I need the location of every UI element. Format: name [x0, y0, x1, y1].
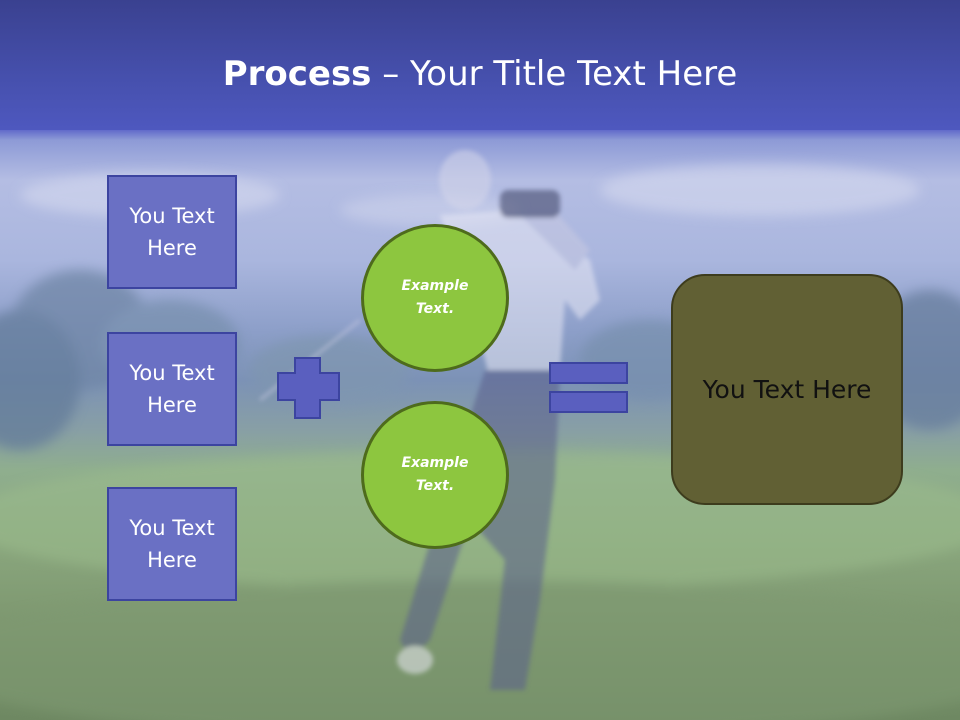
result-box[interactable]: You Text Here	[671, 274, 903, 505]
text-box-1[interactable]: You Text Here	[107, 175, 237, 289]
example-circle-2[interactable]: Example Text.	[361, 401, 509, 549]
slide-title-bold: Process	[222, 54, 372, 94]
text-box-3[interactable]: You Text Here	[107, 487, 237, 601]
slide-title: Process – Your Title Text Here	[0, 52, 960, 96]
title-bar	[0, 0, 960, 130]
text-box-2[interactable]: You Text Here	[107, 332, 237, 446]
slide-title-text: – Your Title Text Here	[371, 54, 738, 94]
example-circle-1[interactable]: Example Text.	[361, 224, 509, 372]
